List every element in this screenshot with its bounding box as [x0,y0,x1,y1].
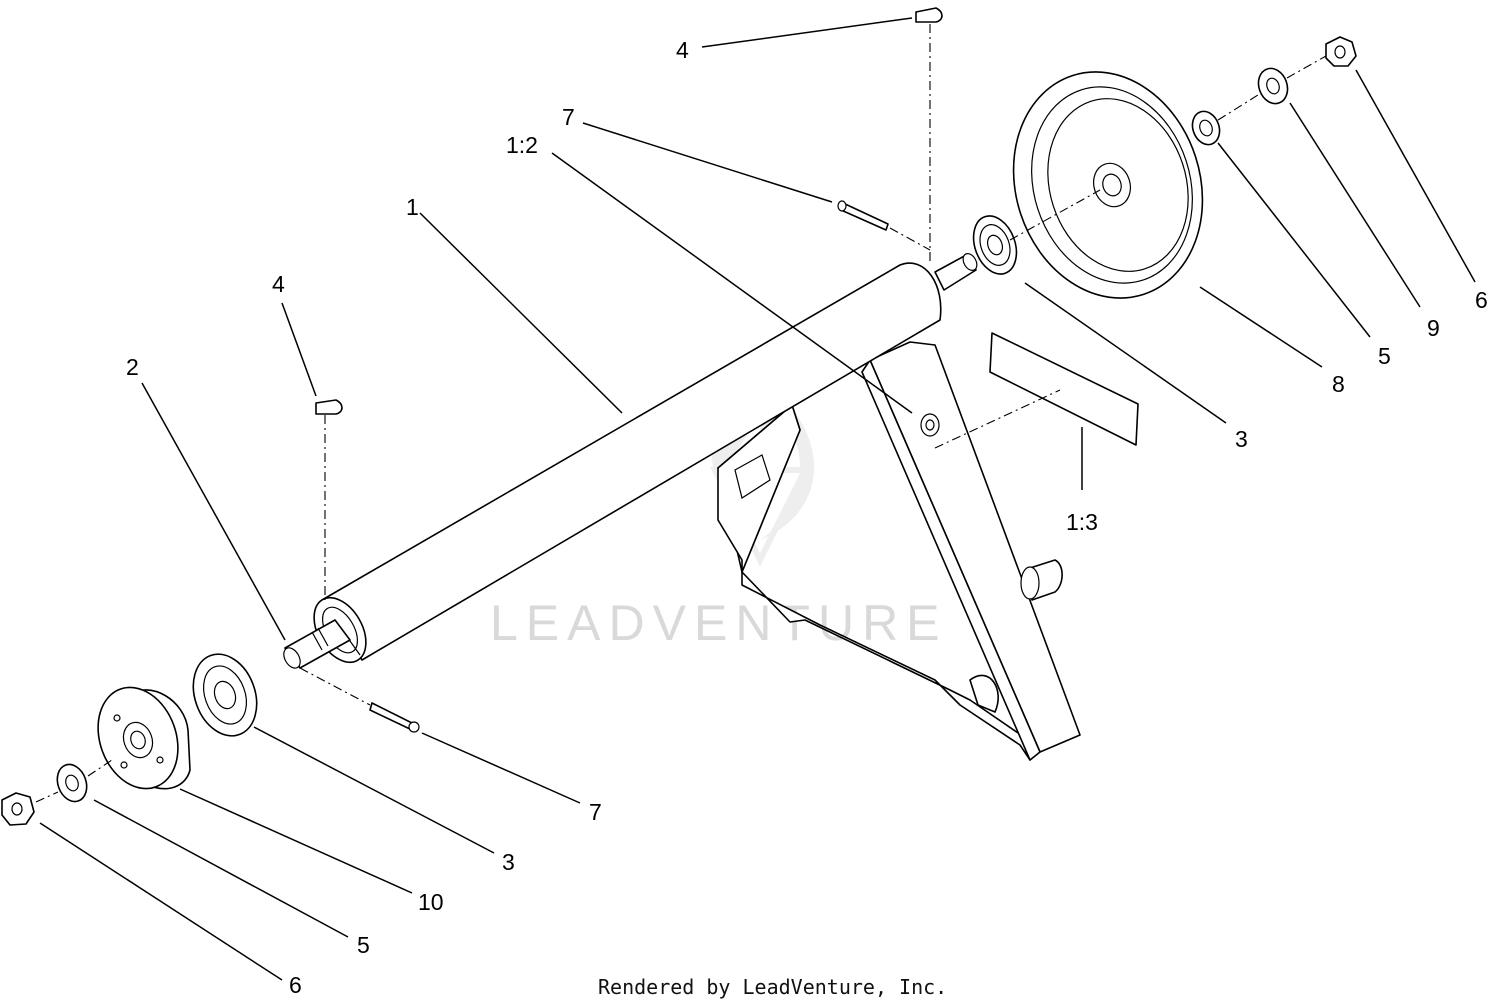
decal-leader-dash [934,389,1061,449]
callout-8: 8 [1332,371,1345,397]
callout-6-left: 6 [289,972,302,998]
pulley-axis-dash [1009,189,1101,241]
cotter-pin-top [837,200,889,231]
shaft-left-end [283,619,351,669]
callout-7-bottom: 7 [589,799,602,825]
callout-5-right: 5 [1378,343,1391,369]
leader-lines [39,17,1476,981]
washer-left [56,763,88,803]
cotter-pin-bottom [369,702,420,733]
callout-1-3: 1:3 [1066,509,1098,535]
watermark-text: LEADVENTURE [490,595,948,651]
cotter-pin-top-dash [889,227,931,251]
washer-right-5 [1191,110,1221,146]
bearing-left [192,653,258,737]
callout-4-top: 4 [676,37,689,63]
washer-right-9 [1257,67,1289,105]
castle-nut-left [1,792,35,826]
castle-nut-right [1325,36,1357,67]
key-left [315,399,343,415]
right-hardware-dash [1217,55,1327,121]
callout-5-left: 5 [357,932,370,958]
callout-6-right: 6 [1475,287,1488,313]
shaft-right-end [934,253,978,291]
callout-3-right: 3 [1235,426,1248,452]
callout-7-top: 7 [562,104,575,130]
pulley [1012,71,1204,299]
callout-3-left: 3 [502,849,515,875]
bearing-right [972,215,1018,275]
hub-left [97,686,191,790]
left-hardware-dash [35,759,113,803]
cotter-pin-bottom-dash [299,667,371,706]
callout-10: 10 [418,889,444,915]
callout-1-2: 1:2 [506,132,538,158]
callout-9: 9 [1427,315,1440,341]
callout-1: 1 [406,194,419,220]
callout-2: 2 [126,354,139,380]
callout-4-left: 4 [272,271,285,297]
mounting-bracket [717,341,1081,761]
key-top [915,7,943,23]
decal-plate [989,332,1139,446]
footer-credit: Rendered by LeadVenture, Inc. [598,975,947,999]
